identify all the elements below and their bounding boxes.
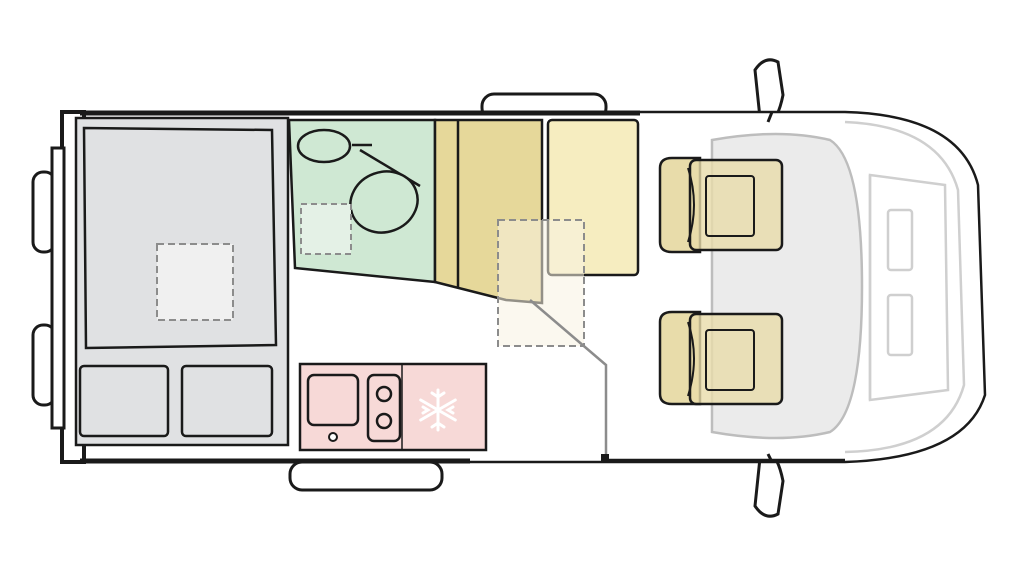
- side-step-bottom: [288, 460, 444, 492]
- bed-cushion-right: [180, 364, 274, 438]
- rear-skylight: [156, 243, 234, 321]
- mirror-arm-top: [766, 111, 774, 123]
- door-partition: [529, 299, 608, 460]
- sink-icon: [306, 373, 360, 442]
- bathroom-skylight: [300, 203, 352, 255]
- cab-seat-bottom: [658, 310, 784, 406]
- snowflake-icon: [419, 388, 457, 432]
- washbasin-icon: [296, 128, 372, 164]
- mirror-arm-bottom: [766, 453, 774, 463]
- cab-seat-top: [658, 156, 784, 254]
- gas-hob-icon: [366, 373, 402, 443]
- bed-cushion-left: [78, 364, 170, 438]
- dinette-skylight: [497, 219, 585, 347]
- rear-bumper: [50, 146, 66, 430]
- door-hinge: [601, 454, 609, 462]
- toilet-icon: [349, 148, 421, 234]
- cab-window-outline: [844, 120, 966, 454]
